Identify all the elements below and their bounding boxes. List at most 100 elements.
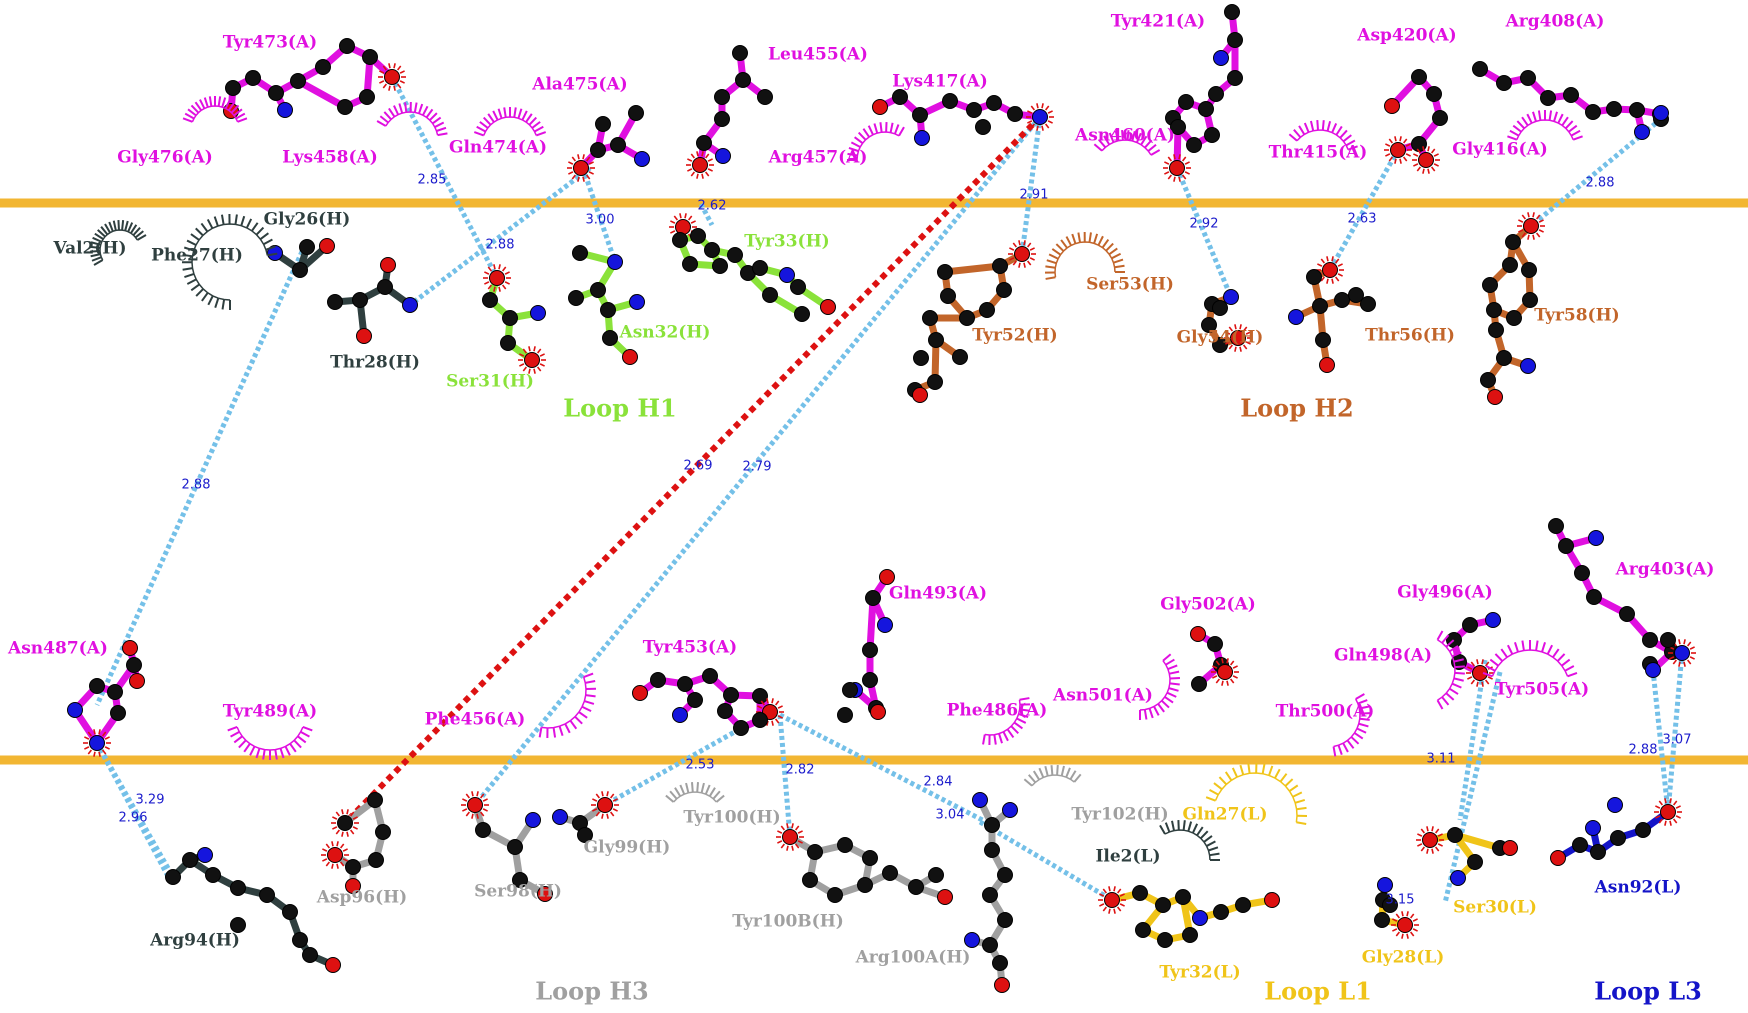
hydrogen-bond xyxy=(94,243,308,707)
atom-carbon xyxy=(1227,70,1243,86)
atom-carbon xyxy=(733,720,749,736)
hydrophobic-contact-thr415 xyxy=(1288,120,1358,151)
atom-nitrogen xyxy=(402,297,418,313)
residue-label-asp420: Asp420(A) xyxy=(1356,26,1456,46)
bond-distance-label: 2.88 xyxy=(1629,743,1658,758)
atom-nitrogen xyxy=(672,707,688,723)
atom-carbon xyxy=(982,887,998,903)
atom-carbon xyxy=(717,703,733,719)
atom-oxygen xyxy=(129,673,145,689)
hydrophobic-contact-asn460 xyxy=(1093,130,1161,156)
loop-label-l1: Loop L1 xyxy=(1264,977,1372,1006)
atom-carbon xyxy=(794,306,810,322)
atom-carbon xyxy=(937,264,953,280)
atom-nitrogen xyxy=(1653,105,1669,121)
atom-oxygen xyxy=(820,299,836,315)
atom-carbon xyxy=(752,260,768,276)
atom-oxygen xyxy=(573,160,589,176)
hydrogen-bond xyxy=(698,202,715,227)
atom-carbon xyxy=(205,867,221,883)
atom-oxygen xyxy=(870,704,886,720)
atom-carbon xyxy=(1660,632,1676,648)
contact-spikes xyxy=(686,151,714,179)
atom-carbon xyxy=(682,256,698,272)
salt-bridge xyxy=(342,114,1043,826)
atom-oxygen xyxy=(879,569,895,585)
atom-nitrogen xyxy=(1223,289,1239,305)
atom-carbon xyxy=(337,815,353,831)
atom-oxygen xyxy=(1264,892,1280,908)
atom-carbon xyxy=(984,817,1000,833)
atom-carbon xyxy=(1227,32,1243,48)
atom-carbon xyxy=(1182,927,1198,943)
residue-label-thr415: Thr415(A) xyxy=(1269,143,1368,163)
atom-nitrogen xyxy=(530,305,546,321)
atom-nitrogen xyxy=(634,151,650,167)
bond-distance-label: 3.04 xyxy=(936,808,965,823)
atom-carbon xyxy=(857,877,873,893)
atom-carbon xyxy=(1488,322,1504,338)
residue-label-gln474: Gln474(A) xyxy=(449,138,547,158)
atom-nitrogen xyxy=(1213,50,1229,66)
loop-label-h1: Loop H1 xyxy=(563,394,676,423)
bond-distance-label: 3.07 xyxy=(1663,733,1692,748)
residue-label-asn487: Asn487(A) xyxy=(7,639,108,659)
residue-label-arg100a: Arg100A(H) xyxy=(855,948,971,968)
residue-label-tyr32: Tyr32(L) xyxy=(1159,963,1240,983)
atom-carbon xyxy=(1360,296,1376,312)
atom-carbon xyxy=(827,887,843,903)
contact-spikes xyxy=(1163,154,1191,182)
atom-oxygen xyxy=(537,886,553,902)
contact-spikes xyxy=(1391,911,1419,939)
atom-oxygen xyxy=(692,157,708,173)
residue-label-lys458: Lys458(A) xyxy=(282,148,378,168)
atom-carbon xyxy=(714,89,730,105)
contact-spikes xyxy=(1098,886,1126,914)
residue-label-phe486: Phe486(A) xyxy=(947,701,1048,721)
bond-distance-label: 3.15 xyxy=(1386,893,1415,908)
atom-carbon xyxy=(475,822,491,838)
bond-distance-label: 2.53 xyxy=(686,758,715,773)
atom-nitrogen xyxy=(914,130,930,146)
loop-label-h3: Loop H3 xyxy=(535,977,648,1006)
atom-carbon xyxy=(1606,101,1622,117)
atom-carbon xyxy=(1212,337,1228,353)
contact-spikes xyxy=(1026,103,1054,131)
atom-carbon xyxy=(1502,257,1518,273)
atom-carbon xyxy=(959,310,975,326)
residue-label-gly28: Gly28(L) xyxy=(1362,948,1445,968)
atom-carbon xyxy=(1411,69,1427,85)
atom-carbon xyxy=(807,844,823,860)
residue-label-gly99: Gly99(H) xyxy=(584,838,671,858)
atom-oxygen xyxy=(319,238,335,254)
atom-carbon xyxy=(837,707,853,723)
residue-label-tyr453: Tyr453(A) xyxy=(643,638,737,658)
atom-carbon xyxy=(230,880,246,896)
atom-oxygen xyxy=(380,257,396,273)
atom-oxygen xyxy=(1660,804,1676,820)
contact-spikes xyxy=(83,729,111,757)
atom-carbon xyxy=(1629,102,1645,118)
atom-nitrogen xyxy=(552,809,568,825)
bond-distance-label: 3.11 xyxy=(1427,752,1456,767)
atom-carbon xyxy=(912,107,928,123)
bond-distance-label: 2.85 xyxy=(418,173,447,188)
residue-arg403 xyxy=(1552,522,1686,674)
hydrogen-bond xyxy=(778,712,994,828)
bond-distance-label: 2.63 xyxy=(1348,212,1377,227)
atom-carbon xyxy=(727,247,743,263)
atom-carbon xyxy=(942,93,958,109)
hydrophobic-contact-tyr489 xyxy=(227,726,313,760)
residue-label-lys417: Lys417(A) xyxy=(892,72,988,92)
atom-carbon xyxy=(1224,4,1240,20)
atom-carbon xyxy=(992,258,1008,274)
atom-carbon xyxy=(339,38,355,54)
atom-carbon xyxy=(1157,932,1173,948)
contact-spikes xyxy=(518,346,546,374)
atom-carbon xyxy=(1540,90,1556,106)
atom-carbon xyxy=(368,852,384,868)
atom-carbon xyxy=(1178,94,1194,110)
atom-carbon xyxy=(842,682,858,698)
hydrophobic-contact-gln27 xyxy=(1205,762,1308,826)
atom-carbon xyxy=(1558,538,1574,554)
